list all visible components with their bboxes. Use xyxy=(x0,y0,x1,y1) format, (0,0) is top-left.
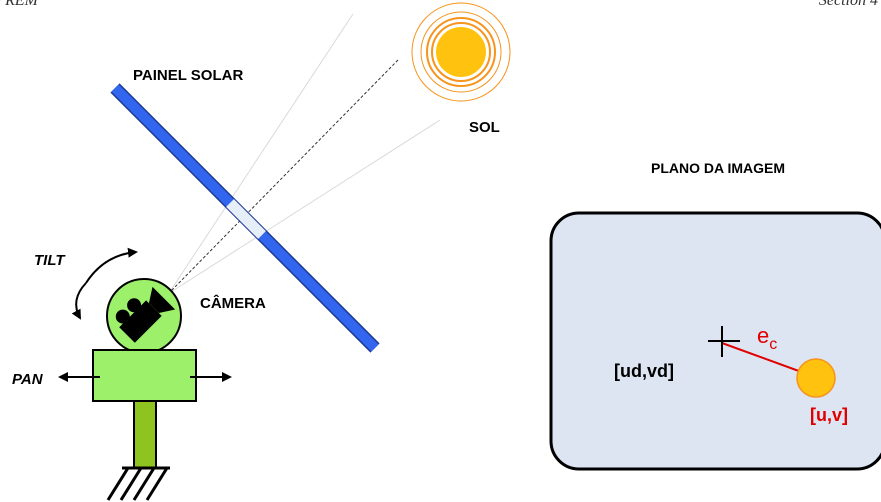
panel-transparent-window xyxy=(226,199,266,239)
tilt-arrow-icon xyxy=(85,247,138,284)
camera-icon xyxy=(115,286,176,343)
light-rays xyxy=(170,13,441,293)
camera xyxy=(106,278,182,354)
tilt-label: TILT xyxy=(34,252,66,269)
sun-label: SOL xyxy=(469,119,500,136)
sun-point-label: [u,v] xyxy=(810,405,848,425)
crosshair-icon xyxy=(708,326,740,357)
header-right-text: Section 4 xyxy=(819,0,878,9)
desired-point-label: [ud,vd] xyxy=(614,361,674,381)
pan-label: PAN xyxy=(12,371,44,388)
sun xyxy=(411,2,511,102)
sun-image-point xyxy=(796,358,836,398)
tilt-arrow-icon xyxy=(71,282,87,320)
error-symbol: e xyxy=(757,323,769,348)
pan-base xyxy=(92,349,197,402)
sun-line-of-sight xyxy=(170,59,399,292)
error-subscript: c xyxy=(769,336,777,353)
header-left-text: y REM xyxy=(0,0,40,9)
image-plane-label: PLANO DA IMAGEM xyxy=(651,160,785,176)
mast xyxy=(133,400,157,469)
camera-label: CÂMERA xyxy=(200,294,266,312)
solar-panel-label: PAINEL SOLAR xyxy=(133,67,243,84)
ground-hatch-icon xyxy=(106,466,170,501)
error-label: ec xyxy=(757,323,777,353)
solar-panel xyxy=(110,83,380,353)
